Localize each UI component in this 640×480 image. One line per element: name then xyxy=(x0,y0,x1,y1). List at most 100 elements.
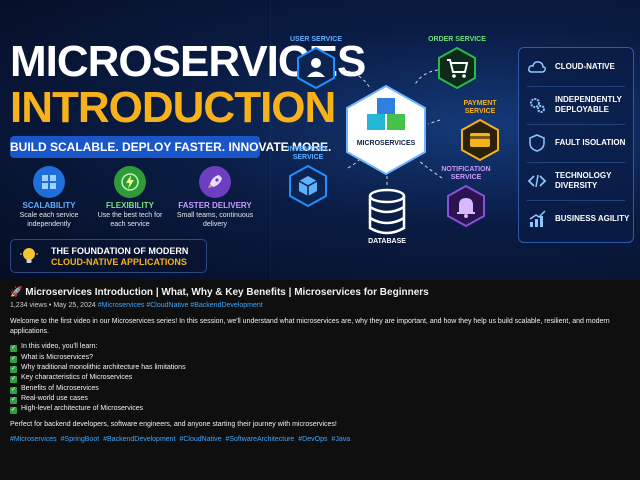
list-item-text: What is Microservices? xyxy=(21,354,93,361)
benefit-item: TECHNOLOGY DIVERSITY xyxy=(519,162,633,200)
database-icon xyxy=(368,188,406,235)
learn-list: ✓ What is Microservices? ✓ Why traditional… xyxy=(10,353,186,415)
shield-icon xyxy=(529,134,545,152)
divider xyxy=(527,124,625,125)
notification-service-label: NOTIFICATION SERVICE xyxy=(441,166,491,181)
order-service-label: ORDER SERVICE xyxy=(428,36,486,43)
thumbnail-title-line2: INTRODUCTION xyxy=(10,83,336,132)
feature-title: FLEXIBILITY xyxy=(106,201,154,210)
benefit-label: FAULT ISOLATION xyxy=(555,138,626,147)
video-title-text: Microservices Introduction | What, Why &… xyxy=(25,287,429,298)
hashtag-list: #Microservices #SpringBoot #BackendDevel… xyxy=(10,436,352,443)
feature-scalability: SCALABILITY Scale each service independe… xyxy=(9,166,89,229)
user-service-node: USER SERVICE xyxy=(286,36,346,95)
cubes-icon xyxy=(33,166,65,198)
order-service-node: ORDER SERVICE xyxy=(427,36,487,95)
feature-desc: Scale each service independently xyxy=(19,212,79,228)
foundation-line2: CLOUD-NATIVE APPLICATIONS xyxy=(51,257,187,267)
meta-tag-link[interactable]: #BackendDevelopment xyxy=(190,302,263,309)
list-item-text: Why traditional monolithic architecture … xyxy=(21,364,186,372)
background-line xyxy=(270,0,271,280)
microservices-cubes-icon xyxy=(346,84,426,176)
cart-icon xyxy=(438,46,476,90)
list-item: ✓ Key characteristics of Microservices xyxy=(10,373,186,384)
hashtag-link[interactable]: #Java xyxy=(331,436,351,443)
checkmark-icon: ✓ xyxy=(10,386,17,394)
growth-chart-icon xyxy=(529,210,546,227)
meta-tags: #Microservices #CloudNative #BackendDeve… xyxy=(98,302,263,309)
divider xyxy=(527,200,625,201)
bell-icon xyxy=(447,184,485,228)
audience-text: Perfect for backend developers, software… xyxy=(10,421,337,428)
list-item: ✓ What is Microservices? xyxy=(10,353,186,363)
list-item-text: Benefits of Microservices xyxy=(21,384,99,392)
hashtag-link[interactable]: #SoftwareArchitecture xyxy=(225,436,295,443)
checkmark-icon: ✓ xyxy=(10,345,17,352)
box-icon xyxy=(289,164,327,208)
video-info: 🚀 Microservices Introduction | What, Why… xyxy=(0,280,640,480)
list-item-text: Real-world use cases xyxy=(21,394,88,402)
foundation-banner: THE FOUNDATION OF MODERN CLOUD-NATIVE AP… xyxy=(10,239,207,273)
checkmark-icon: ✓ xyxy=(10,366,17,374)
cloud-icon xyxy=(528,61,546,73)
gears-icon xyxy=(530,98,545,113)
benefit-item: FAULT ISOLATION xyxy=(519,124,633,162)
benefit-label: INDEPENDENTLY DEPLOYABLE xyxy=(555,95,622,114)
meta-tag-link[interactable]: #Microservices xyxy=(97,302,145,309)
divider xyxy=(527,162,625,163)
hashtag-link[interactable]: #SpringBoot xyxy=(60,436,100,443)
benefit-item: INDEPENDENTLY DEPLOYABLE xyxy=(519,86,633,124)
meta-tag-link[interactable]: #CloudNative xyxy=(146,302,189,309)
checkmark-icon: ✓ xyxy=(10,396,17,404)
credit-card-icon xyxy=(461,118,499,162)
learn-heading: ✓ In this video, you'll learn: xyxy=(10,343,97,352)
notification-service-node: NOTIFICATION SERVICE xyxy=(436,166,496,233)
video-thumbnail[interactable]: MICROSERVICES INTRODUCTION BUILD SCALABL… xyxy=(0,0,640,280)
hashtag-link[interactable]: #Microservices xyxy=(10,436,57,443)
benefit-label: TECHNOLOGY DIVERSITY xyxy=(555,171,612,190)
feature-title: FASTER DELIVERY xyxy=(178,201,252,210)
benefits-panel: CLOUD-NATIVE INDEPENDENTLY DEPLOYABLE FA… xyxy=(518,47,634,243)
view-count: 1,234 views xyxy=(10,302,47,309)
lightbulb-icon xyxy=(20,248,38,263)
user-icon xyxy=(297,46,335,90)
inventory-service-node: INVENTORY SERVICE xyxy=(278,146,338,213)
checkmark-icon: ✓ xyxy=(10,356,17,363)
feature-desc: Use the best tech for each service xyxy=(97,212,163,228)
inventory-service-label: INVENTORY SERVICE xyxy=(287,146,329,161)
list-item: ✓ Benefits of Microservices xyxy=(10,384,186,394)
feature-flexibility: FLEXIBILITY Use the best tech for each s… xyxy=(90,166,170,229)
video-description: Welcome to the first video in our Micros… xyxy=(10,318,610,335)
video-meta: 1,234 views • May 25, 2024 #Microservice… xyxy=(10,302,263,309)
checkmark-icon: ✓ xyxy=(10,407,17,415)
benefit-label: BUSINESS AGILITY xyxy=(555,214,630,223)
meta-dot: • xyxy=(48,302,54,309)
user-service-label: USER SERVICE xyxy=(290,36,342,43)
payment-service-label: PAYMENT SERVICE xyxy=(463,100,497,115)
foundation-line1: THE FOUNDATION OF MODERN xyxy=(51,246,189,256)
hashtag-link[interactable]: #DevOps xyxy=(298,436,328,443)
list-item: ✓ Why traditional monolithic architecture… xyxy=(10,363,186,374)
upload-date: May 25, 2024 xyxy=(53,302,96,309)
benefit-item: CLOUD-NATIVE xyxy=(519,48,633,86)
microservices-label: MICROSERVICES xyxy=(356,140,416,147)
hashtag-link[interactable]: #CloudNative xyxy=(179,436,222,443)
rocket-icon xyxy=(199,166,231,198)
learn-heading-text: In this video, you'll learn: xyxy=(21,343,98,350)
feature-desc: Small teams, continuous delivery xyxy=(176,212,254,228)
benefit-label: CLOUD-NATIVE xyxy=(555,62,615,71)
feature-faster-delivery: FASTER DELIVERY Small teams, continuous … xyxy=(175,166,255,229)
hashtag-link[interactable]: #BackendDevelopment xyxy=(103,436,176,443)
video-title[interactable]: 🚀 Microservices Introduction | What, Why… xyxy=(10,287,429,298)
database-label: DATABASE xyxy=(368,238,406,245)
lightning-icon xyxy=(114,166,146,198)
feature-title: SCALABILITY xyxy=(22,201,76,210)
rocket-emoji-icon: 🚀 xyxy=(10,287,23,298)
payment-service-node: PAYMENT SERVICE xyxy=(450,100,510,167)
list-item: ✓ Real-world use cases xyxy=(10,394,186,404)
checkmark-icon: ✓ xyxy=(10,376,17,384)
benefit-item: BUSINESS AGILITY xyxy=(519,200,633,238)
list-item-text: High-level architecture of Microservices xyxy=(21,405,144,413)
divider xyxy=(527,86,625,87)
list-item-text: Key characteristics of Microservices xyxy=(21,374,133,382)
